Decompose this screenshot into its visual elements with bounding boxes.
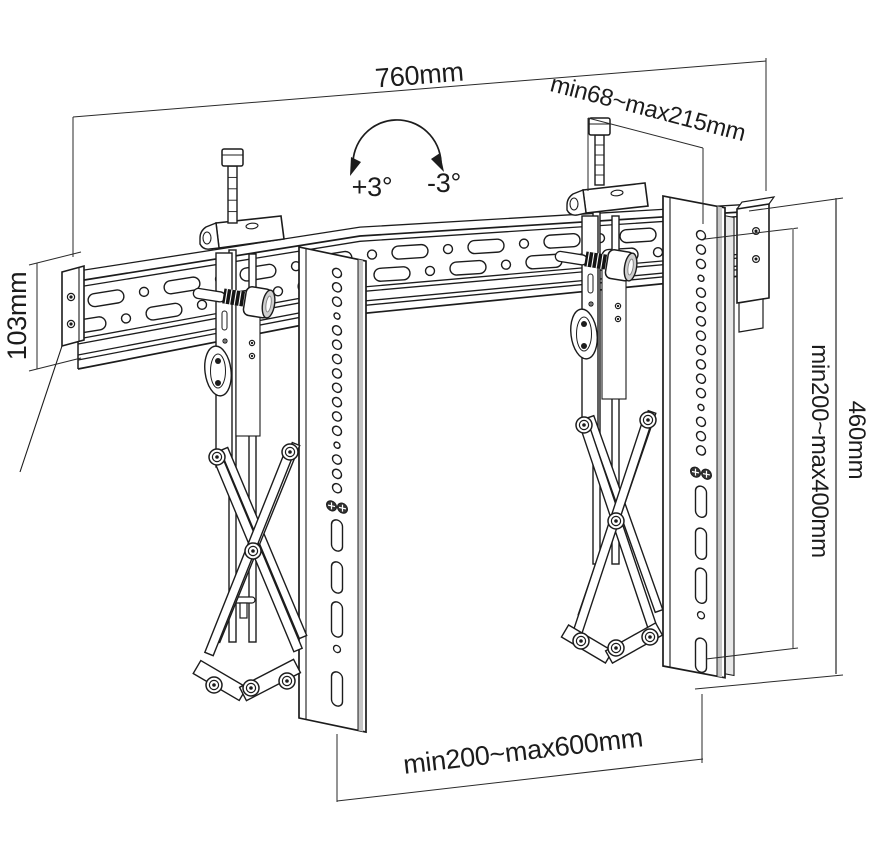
- extension-line: [694, 674, 844, 690]
- dim-label-top-width: 760mm: [374, 57, 465, 94]
- dim-label-bottom-range: min200~max600mm: [402, 722, 645, 779]
- dim-label-right-height: 460mm: [843, 401, 870, 480]
- dimension-annotations: [28, 58, 844, 802]
- dim-right-height: [694, 197, 844, 690]
- extension-line: [748, 197, 844, 212]
- dim-top-width: [72, 58, 767, 257]
- tilt-positive-label: +3°: [352, 172, 393, 202]
- extension-line: [28, 357, 82, 372]
- dim-bottom-range: [336, 694, 704, 802]
- scissor-mechanisms: [192, 409, 664, 702]
- tilt-arc-arrow-icon: [352, 119, 442, 167]
- extension-line: [705, 647, 799, 660]
- dim-left-height: [28, 251, 82, 372]
- arrowhead-right-icon: [431, 153, 444, 172]
- dimension-line: [587, 117, 704, 149]
- dim-top-right-range: [587, 117, 704, 224]
- tilt-indicator: +3° -3°: [350, 119, 461, 202]
- dimension-line: [336, 758, 704, 802]
- tilt-negative-label: -3°: [427, 168, 461, 198]
- right-vesa-bracket: [662, 194, 735, 679]
- right-mount-assembly: [554, 117, 649, 565]
- dim-label-top-right-range: min68~max215mm: [547, 70, 748, 147]
- wall-rail: [69, 203, 758, 370]
- dim-label-left-height: 103mm: [2, 272, 32, 361]
- dimension-labels: 760mm min68~max215mm 103mm min200~max400…: [2, 57, 870, 780]
- left-vesa-bracket: [298, 245, 367, 734]
- left-mount-assembly: [192, 148, 285, 643]
- rail-end-fittings: [19, 196, 776, 473]
- dimension-line: [72, 60, 767, 118]
- dim-label-right-inner-range: min200~max400mm: [806, 344, 833, 558]
- arrowhead-left-icon: [350, 157, 361, 176]
- dim-right-inner-range: [704, 227, 799, 660]
- extension-line: [704, 227, 799, 240]
- extension-line: [28, 251, 82, 266]
